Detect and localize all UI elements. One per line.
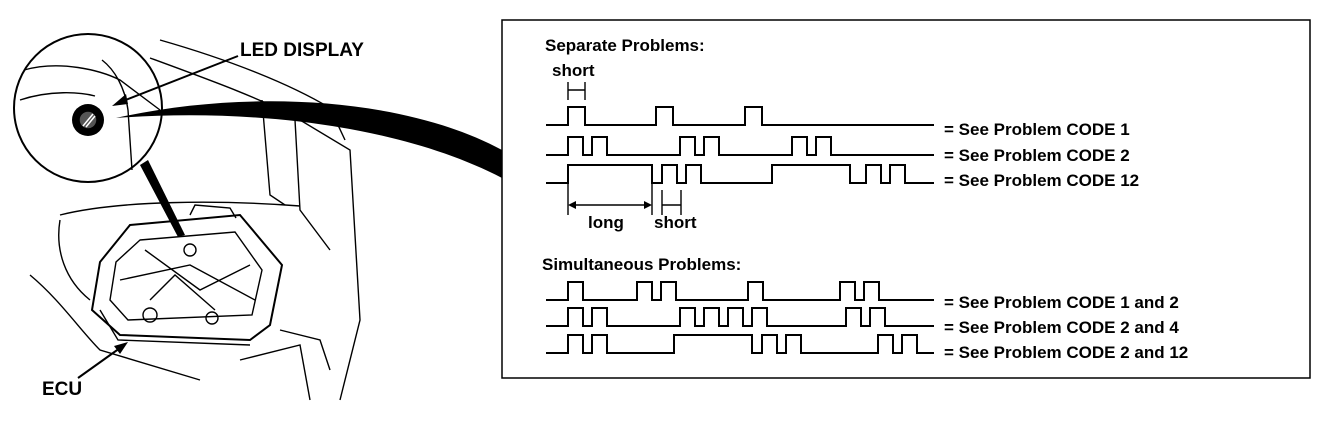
short-label-top: short (552, 61, 595, 80)
ecu-label: ECU (42, 379, 83, 400)
long-arrow-left (568, 201, 576, 209)
waveform-code-1 (546, 106, 934, 126)
separate-row-caption: = See Problem CODE 1 (944, 120, 1130, 139)
panel-edge-line (261, 99, 286, 206)
simultaneous-heading: Simultaneous Problems: (542, 255, 742, 274)
ecu-bracket (90, 204, 284, 346)
long-label: long (588, 213, 624, 232)
zoom-cone (140, 160, 185, 237)
zoom-panel-curve (101, 59, 133, 171)
short-label-bottom: short (654, 213, 697, 232)
zoom-panel-line (23, 65, 161, 111)
waveform-code-2 (546, 136, 934, 156)
blink-code-panel (501, 19, 1311, 379)
sill-line (279, 329, 331, 371)
long-arrow-right (644, 201, 652, 209)
ecu-arrowhead (114, 342, 128, 354)
led-display-arrowhead (112, 94, 128, 106)
separate-row-caption: = See Problem CODE 2 (944, 146, 1130, 165)
separate-row-caption: = See Problem CODE 12 (944, 171, 1140, 190)
sill-line-2 (239, 344, 311, 401)
carpet-line (29, 274, 201, 381)
floor-curve (58, 219, 91, 301)
floor-line (59, 201, 301, 216)
timing-dimension-marks (567, 82, 682, 215)
simultaneous-row-caption: = See Problem CODE 1 and 2 (944, 293, 1179, 312)
zoom-panel-line-2 (19, 92, 96, 101)
waveform-code-2-and-4 (546, 307, 934, 327)
panel-edge-line-2 (294, 119, 331, 251)
waveform-code-1-and-2 (546, 281, 934, 301)
led-icon (72, 104, 104, 136)
ecu-arrow (77, 347, 121, 379)
led-display-arrow (117, 55, 239, 104)
callout-swoosh (116, 101, 502, 178)
waveform-code-2-and-12 (546, 334, 934, 354)
waveform-code-12 (546, 164, 934, 184)
separate-heading: Separate Problems: (545, 36, 705, 55)
simultaneous-row-caption: = See Problem CODE 2 and 12 (944, 343, 1189, 362)
led-display-label: LED DISPLAY (240, 40, 364, 61)
zoom-circle (13, 33, 163, 183)
waveforms (546, 106, 934, 354)
simultaneous-row-caption: = See Problem CODE 2 and 4 (944, 318, 1179, 337)
ecu-illustration (13, 33, 502, 401)
